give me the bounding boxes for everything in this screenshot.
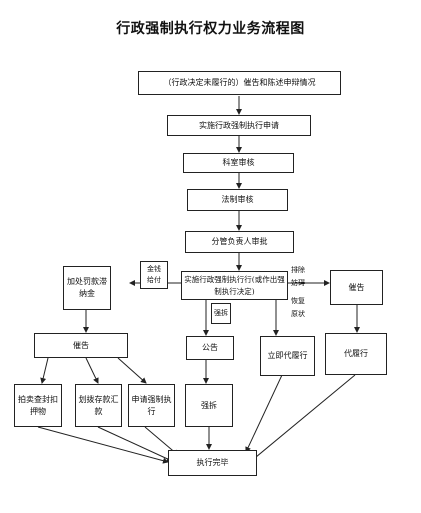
node-start: （行政决定未履行的）催告和陈述申辩情况 bbox=[138, 71, 341, 95]
node-urge-right: 催告 bbox=[330, 270, 383, 305]
node-section-review: 科室审核 bbox=[183, 153, 294, 173]
page-title: 行政强制执行权力业务流程图 bbox=[116, 21, 305, 37]
node-substitute: 代履行 bbox=[325, 333, 387, 375]
node-announce: 公告 bbox=[186, 336, 234, 360]
arrow-substitute-end bbox=[249, 374, 356, 463]
node-apply-court: 申请强制执行 bbox=[128, 384, 175, 427]
arrow-auction-end bbox=[37, 426, 169, 464]
node-decision: 实施行政强制执行行(或作出强制执行决定) bbox=[181, 271, 288, 300]
arrow-immediate-end bbox=[245, 374, 283, 453]
node-leader-approve: 分管负责人审批 bbox=[185, 231, 294, 253]
arrow-urge-auction bbox=[40, 357, 49, 384]
node-immediate: 立即代履行 bbox=[260, 336, 315, 376]
node-penalty: 加处罚款滞纳金 bbox=[63, 266, 111, 310]
label-clear-block: 排除妨碍 bbox=[291, 266, 305, 287]
node-urge-left: 催告 bbox=[34, 333, 128, 358]
arrow-urge-court bbox=[117, 357, 147, 384]
node-auction: 拍卖查封扣押物 bbox=[14, 384, 62, 427]
label-money: 金钱给付 bbox=[140, 261, 168, 289]
node-transfer: 划拨存款汇款 bbox=[75, 384, 122, 427]
node-apply: 实施行政强制执行申请 bbox=[167, 115, 311, 136]
node-demolish: 强拆 bbox=[185, 384, 233, 427]
label-restore: 恢复原状 bbox=[291, 297, 305, 318]
node-legal-review: 法制审核 bbox=[187, 189, 288, 211]
node-end: 执行完毕 bbox=[168, 450, 257, 476]
arrow-transfer-end bbox=[97, 426, 173, 462]
label-demolish-small: 强拆 bbox=[211, 303, 231, 324]
arrow-urge-transfer bbox=[85, 357, 99, 384]
